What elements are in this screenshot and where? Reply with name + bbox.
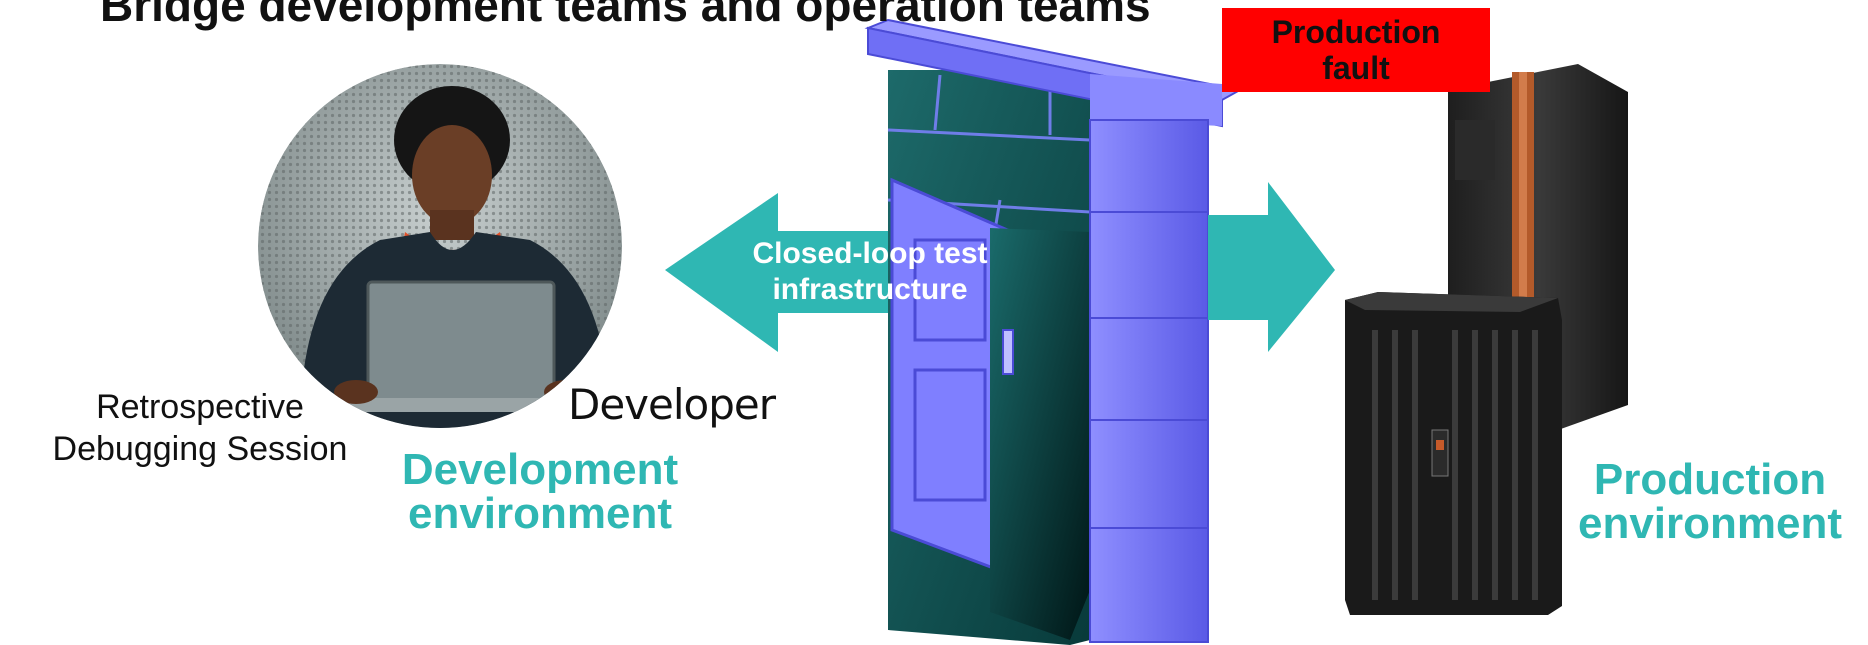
production-servers [1345, 64, 1628, 615]
dev-env-line-1: Development [401, 445, 679, 494]
retrospective-session-label: Retrospective Debugging Session [0, 386, 400, 470]
prod-env-line-1: Production [1593, 455, 1827, 504]
developer-label: Developer [568, 380, 776, 429]
dev-env-line-2: environment [407, 489, 673, 538]
production-environment-label: Production environment [1560, 458, 1860, 546]
firewall-wall [864, 18, 1243, 645]
infra-line-1: Closed-loop test [752, 237, 988, 270]
fault-line-2: fault [1322, 50, 1390, 86]
session-line-2: Debugging Session [52, 430, 348, 468]
production-fault-badge: Production fault [1222, 8, 1490, 92]
development-environment-label: Development environment [380, 448, 700, 536]
page-title: Bridge development teams and operation t… [100, 0, 1151, 31]
prod-env-line-2: environment [1577, 499, 1843, 548]
infra-line-2: infrastructure [772, 273, 968, 306]
fault-line-1: Production [1271, 14, 1441, 50]
arrow-to-production [1208, 182, 1335, 352]
developer-photo [258, 64, 622, 428]
session-line-1: Retrospective [96, 388, 304, 426]
closed-loop-infrastructure-label: Closed-loop test infrastructure [700, 236, 1040, 308]
